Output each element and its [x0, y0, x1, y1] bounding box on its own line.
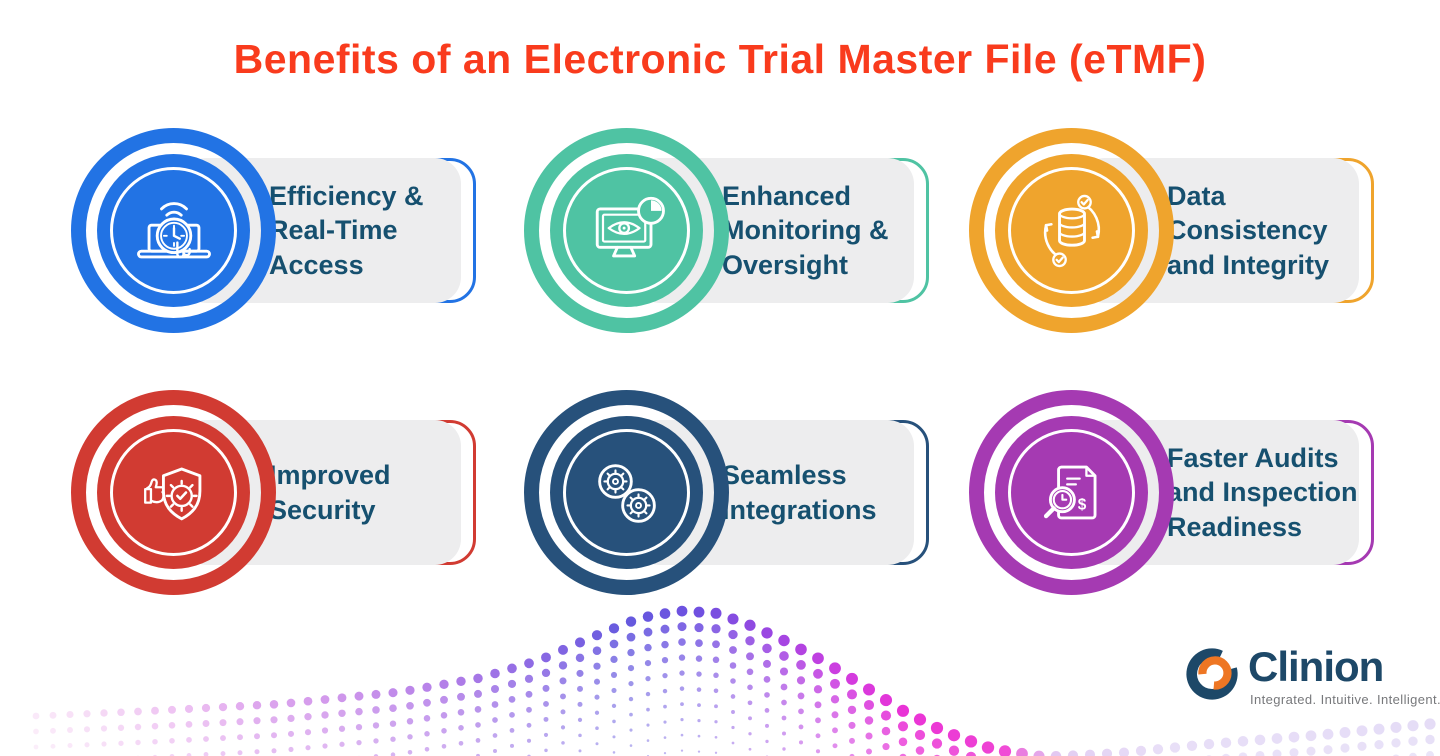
benefit-badge: $: [969, 390, 1174, 595]
benefit-label: Improved Security: [269, 459, 391, 525]
badge-inner-ring: [1008, 167, 1135, 294]
clinion-logo-name: Clinion: [1248, 643, 1384, 690]
benefit-badge: [524, 128, 729, 333]
monitor-eye-icon: [550, 154, 703, 307]
benefit-card: Faster Audits and Inspection Readiness $: [969, 390, 1374, 595]
shield-thumbs-up-icon: [97, 416, 250, 569]
benefit-card: Seamless Integrations: [524, 390, 929, 595]
badge-inner-ring: [110, 167, 237, 294]
clinion-logo: Clinion Integrated. Intuitive. Intellige…: [1183, 643, 1440, 708]
badge-inner-ring: [563, 167, 690, 294]
database-sync-icon: [995, 154, 1148, 307]
clinion-logo-mark-icon: [1186, 648, 1238, 700]
audit-magnifier-icon: $: [995, 416, 1148, 569]
benefit-card: Efficiency & Real-Time Access: [71, 128, 476, 333]
benefit-card: Improved Security: [71, 390, 476, 595]
benefit-label: Enhanced Monitoring & Oversight: [722, 180, 889, 280]
svg-text:$: $: [1077, 496, 1086, 513]
benefit-card: Data Consistency and Integrity: [969, 128, 1374, 333]
badge-inner-ring: [110, 429, 237, 556]
clinion-logo-text: Clinion Integrated. Intuitive. Intellige…: [1248, 643, 1440, 708]
benefit-badge: [71, 128, 276, 333]
benefit-badge: [524, 390, 729, 595]
benefit-badge: [969, 128, 1174, 333]
clinion-logo-tagline: Integrated. Intuitive. Intelligent.: [1250, 692, 1440, 708]
page-title: Benefits of an Electronic Trial Master F…: [233, 36, 1207, 82]
benefit-label: Efficiency & Real-Time Access: [269, 180, 424, 280]
benefit-label: Seamless Integrations: [722, 459, 877, 525]
badge-inner-ring: [563, 429, 690, 556]
badge-inner-ring: [1008, 429, 1135, 556]
benefit-label: Faster Audits and Inspection Readiness: [1167, 442, 1358, 542]
laptop-clock-icon: [97, 154, 250, 307]
benefit-card: Enhanced Monitoring & Oversight: [524, 128, 929, 333]
benefit-label: Data Consistency and Integrity: [1167, 180, 1330, 280]
gears-icon: [550, 416, 703, 569]
benefit-badge: [71, 390, 276, 595]
